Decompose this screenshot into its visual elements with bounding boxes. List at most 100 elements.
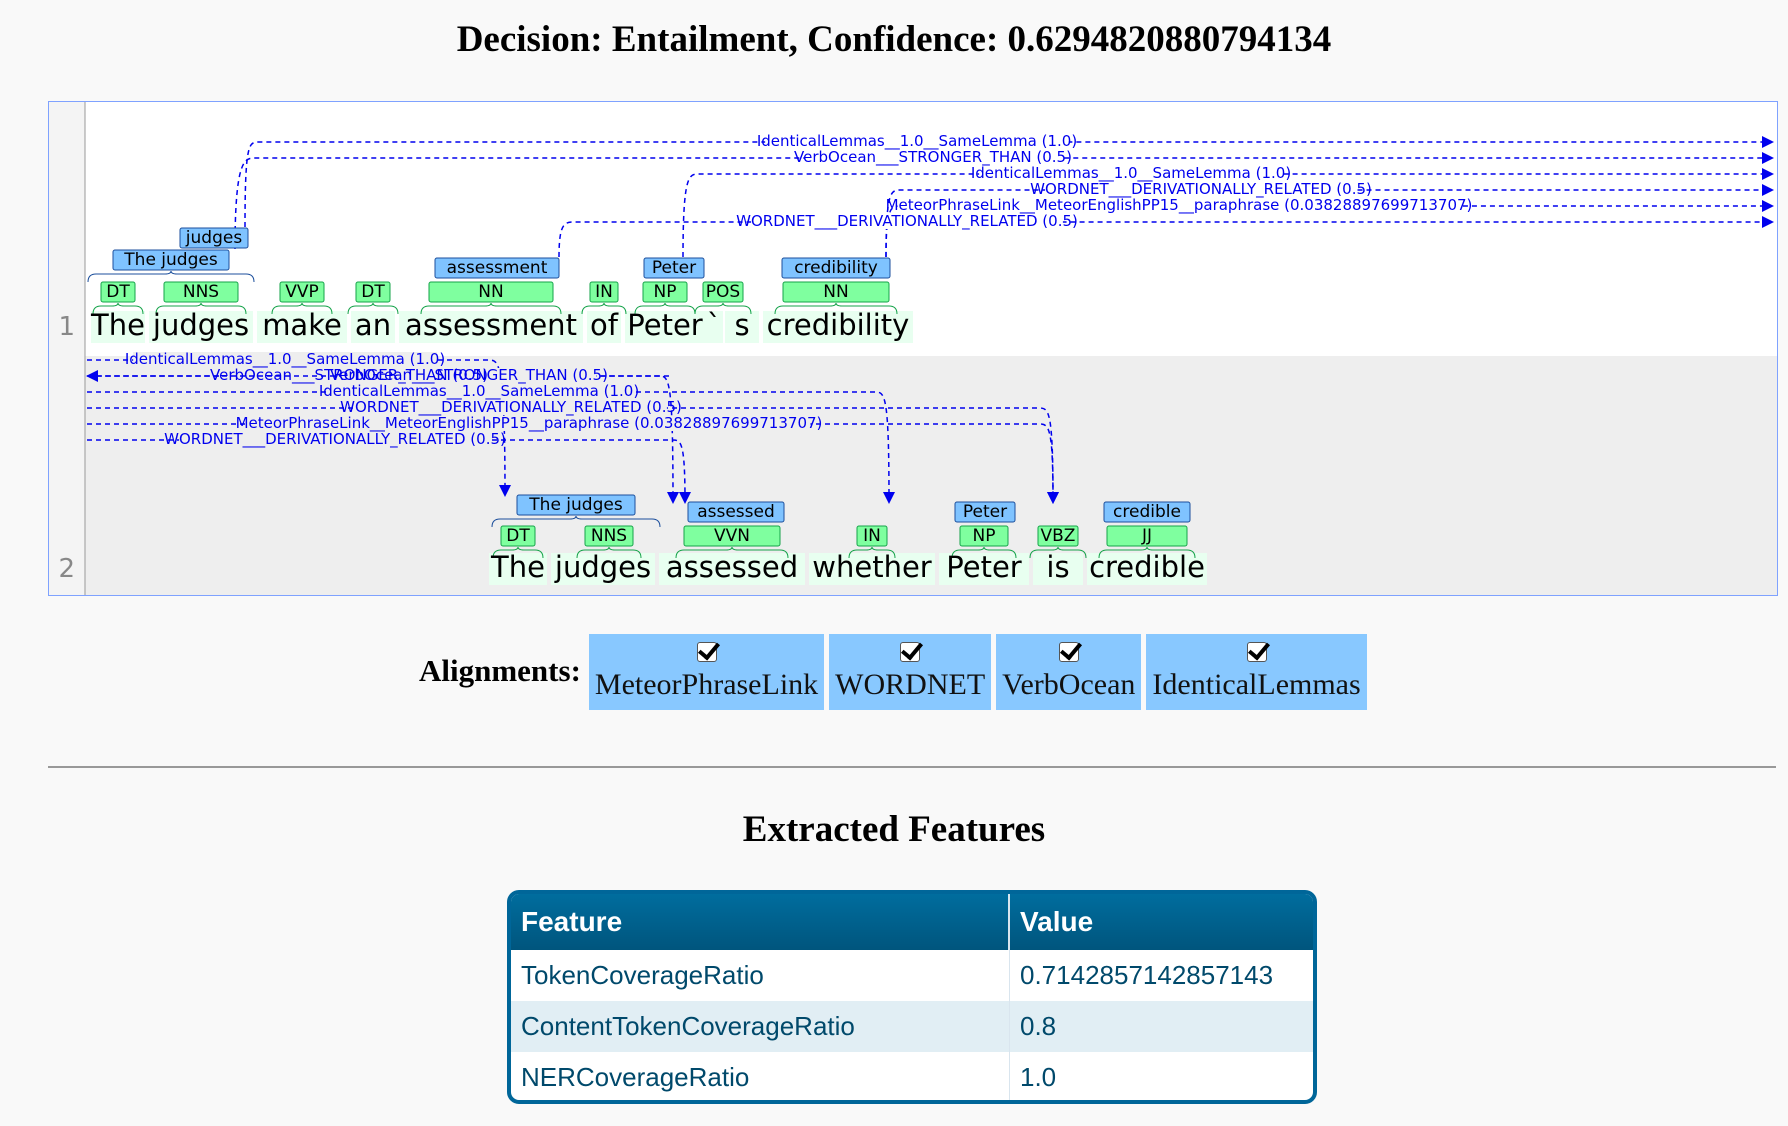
pos-tag (959, 525, 1009, 547)
pos-tag-label: IN (595, 282, 613, 302)
checkbox-identicallemmas[interactable] (1246, 642, 1267, 662)
relation-arc (87, 407, 1059, 504)
span-brace (694, 302, 752, 315)
pos-tag-label: VBZ (1041, 526, 1076, 546)
span-brace (774, 302, 898, 315)
relation-arc-2-label-bg (341, 368, 597, 383)
span-brace (491, 515, 661, 528)
alignment-label: VerbOcean (1002, 668, 1136, 701)
token: judges (152, 308, 249, 342)
token: ` (707, 308, 722, 342)
relation-arc (87, 359, 511, 497)
pos-tag-label: NNS (591, 526, 627, 546)
pos-tag (500, 525, 536, 547)
entity-judges-label: judges (185, 228, 243, 248)
span-brace (581, 302, 627, 315)
relation-arc-label: VerbOcean___STRONGER_THAN (0.5) (210, 366, 488, 385)
entity-peter (954, 501, 1016, 523)
pos-tag-label: IN (863, 526, 881, 546)
relation-arc-label: MeteorPhraseLink__MeteorEnglishPP15__par… (886, 196, 1473, 215)
relation-arc-label: VerbOcean___STRONGER_THAN (0.5) (794, 148, 1072, 167)
relation-arc-label: WORDNET___DERIVATIONALLY_RELATED (0.5) (1030, 180, 1372, 199)
pos-tag (856, 525, 888, 547)
span-brace (271, 302, 333, 315)
relation-arc (87, 391, 895, 504)
table-row: ContentTokenCoverageRatio 0.8 (511, 1001, 1313, 1052)
relation-arc-2-label: VerbOcean___STRONGER_THAN (0.5) (330, 366, 608, 385)
span-brace (951, 546, 1017, 559)
pos-tag (642, 281, 688, 303)
pos-tag (163, 281, 239, 303)
relation-arc-label-bg (897, 198, 1461, 213)
relation-arc-label-bg (247, 416, 811, 431)
relation-arc (885, 200, 1774, 258)
checkbox-verbocean[interactable] (1058, 642, 1079, 662)
token: The (490, 550, 545, 584)
sentence-number: 1 (58, 312, 75, 342)
relation-arc-label: IdenticalLemmas__1.0__SameLemma (1.0) (125, 350, 445, 369)
entity-the-judges (516, 494, 636, 516)
column-header-feature: Feature (511, 894, 1010, 950)
pos-tag (702, 281, 744, 303)
alignment-toggle-verbocean[interactable]: VerbOcean (996, 634, 1142, 710)
entity-peter-label: Peter (652, 258, 696, 278)
line-number-gutter (49, 102, 85, 595)
pos-tag (1037, 525, 1079, 547)
relation-arc-label-bg (355, 400, 667, 415)
token-highlight (489, 553, 547, 585)
span-brace (155, 302, 247, 315)
entity-the-judges-label: The judges (123, 250, 218, 270)
alignment-label: IdenticalLemmas (1152, 668, 1361, 701)
token-highlight (351, 311, 395, 343)
table-header: Feature Value (511, 894, 1313, 950)
relation-arc (87, 423, 1059, 504)
token: Peter (946, 550, 1022, 584)
pos-tag-label: NN (823, 282, 848, 302)
alignments-label: Alignments: (419, 653, 581, 688)
pos-tag-label: POS (706, 282, 740, 302)
pos-tag-label: VVN (714, 526, 750, 546)
relation-arc-label-bg (751, 214, 1063, 229)
token-highlight (939, 553, 1029, 585)
relation-arc-label: WORDNET___DERIVATIONALLY_RELATED (0.5) (164, 430, 506, 449)
pos-tag-label: DT (106, 282, 130, 302)
horizontal-divider (48, 766, 1776, 768)
entity-credibility-label: credibility (794, 258, 878, 278)
feature-name: ContentTokenCoverageRatio (511, 1001, 1010, 1052)
entity-the-judges-label: The judges (528, 495, 623, 515)
relation-arc-label-bg (979, 166, 1283, 181)
token-highlight (809, 553, 935, 585)
token: assessed (666, 550, 798, 584)
span-brace (634, 302, 696, 315)
token: make (262, 308, 342, 342)
checkbox-meteorphraselink[interactable] (696, 642, 717, 662)
table-row: TokenCoverageRatio 0.7142857142857143 (511, 950, 1313, 1001)
relation-arc-label-bg (765, 134, 1069, 149)
relation-arc (682, 168, 1774, 258)
pos-tag (589, 281, 619, 303)
token-highlight (763, 311, 913, 343)
token: of (590, 308, 619, 342)
relation-arc (234, 152, 1774, 250)
token: credible (1089, 550, 1205, 584)
feature-name: TokenCoverageRatio (511, 950, 1010, 1001)
alignment-toggle-identicallemmas[interactable]: IdenticalLemmas (1146, 634, 1367, 710)
alignment-toggle-meteorphraselink[interactable]: MeteorPhraseLink (588, 634, 825, 710)
alignment-toggle-wordnet[interactable]: WORDNET (829, 634, 992, 710)
relation-arc (87, 439, 691, 504)
pos-tag-label: JJ (1141, 526, 1152, 546)
pos-tag (683, 525, 781, 547)
alignments-row: Alignments: MeteorPhraseLink WORDNET Ver… (419, 634, 1372, 710)
token-highlight (659, 553, 805, 585)
pos-tag-label: NN (478, 282, 503, 302)
token: judges (554, 550, 651, 584)
token: credibility (767, 308, 910, 342)
decision-title: Decision: Entailment, Confidence: 0.6294… (456, 19, 1332, 60)
token-highlight (257, 311, 347, 343)
relation-arc-label: IdenticalLemmas__1.0__SameLemma (1.0) (757, 132, 1077, 151)
pos-tag (100, 281, 136, 303)
checkbox-wordnet[interactable] (900, 642, 921, 662)
token-highlight (725, 311, 759, 343)
pos-tag (428, 281, 554, 303)
token: an (355, 308, 391, 342)
